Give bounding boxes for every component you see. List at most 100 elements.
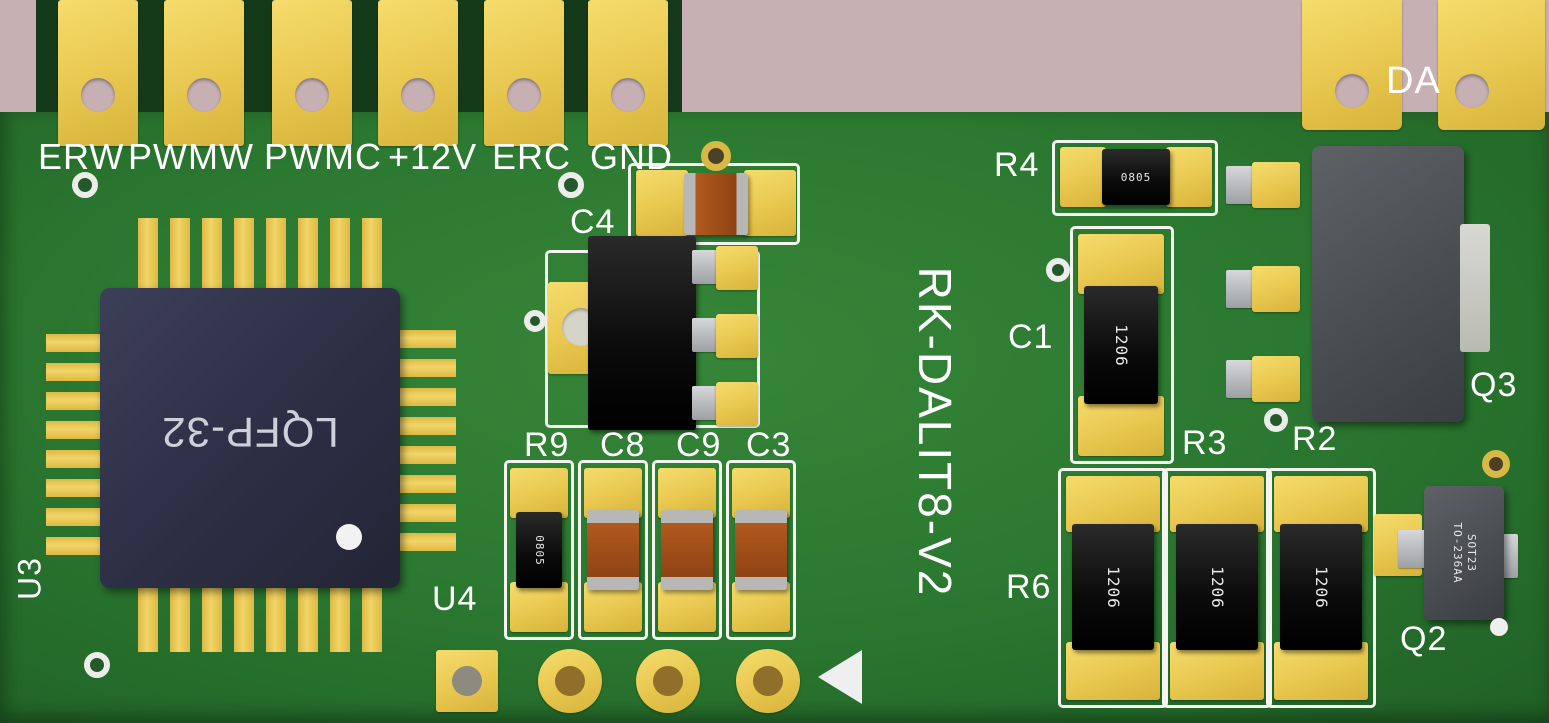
r2-refdes: R2	[1292, 420, 1338, 458]
r4-marking: 0805	[1120, 170, 1152, 184]
q2-refdes: Q2	[1400, 620, 1448, 658]
r9-body: 0805	[516, 512, 562, 588]
connector-pad	[484, 0, 564, 146]
q3-lead	[1226, 360, 1256, 398]
u4-lead	[692, 250, 718, 284]
r3-pad	[1170, 642, 1264, 700]
c9-silkscreen	[652, 460, 722, 640]
da-label: DA	[1386, 60, 1441, 102]
mounting-pad-round	[736, 649, 800, 713]
arrow-marker-icon	[818, 650, 862, 704]
u3-package-marking: LQFP-32	[161, 409, 339, 456]
u4-lead	[692, 386, 718, 420]
u3-pins-top	[138, 218, 382, 292]
u3-pins-left	[46, 334, 106, 555]
q3-lead-pad	[1252, 356, 1300, 402]
r6-refdes: R6	[1006, 568, 1052, 606]
connector-label-pwmw: PWMW	[128, 136, 254, 177]
c3-body	[735, 510, 787, 590]
c8-pad	[584, 582, 642, 632]
r3-pad	[1170, 476, 1264, 532]
connector-pad	[378, 0, 458, 146]
c4-pad	[636, 170, 688, 236]
mounting-pad-center	[653, 666, 683, 696]
q2-marking-line1: SOT23	[1465, 533, 1478, 573]
connector-hole	[401, 78, 435, 112]
connector-label-gnd: GND	[590, 136, 673, 177]
via	[72, 172, 98, 198]
r6-pad	[1066, 642, 1160, 700]
r6-marking: 1206	[1103, 565, 1123, 609]
q2-dot	[1490, 618, 1508, 636]
via	[84, 652, 110, 678]
connector-hole	[507, 78, 541, 112]
c9-refdes: C9	[676, 426, 722, 464]
r2-pad	[1274, 476, 1368, 532]
da-pad	[1302, 0, 1402, 130]
r4-silkscreen	[1052, 140, 1218, 216]
c8-refdes: C8	[600, 426, 646, 464]
u3-pins-bottom	[138, 578, 382, 652]
c3-silkscreen	[726, 460, 796, 640]
r9-pad	[510, 582, 568, 632]
q3-lead-pad	[1252, 162, 1300, 208]
q3-body	[1312, 146, 1464, 422]
r4-pad	[1060, 147, 1106, 207]
u4-lead-pad	[716, 314, 758, 358]
c8-silkscreen	[578, 460, 648, 640]
connector-hole	[295, 78, 329, 112]
r9-refdes: R9	[524, 426, 570, 464]
mounting-pad-square	[436, 650, 498, 712]
connector-pad	[272, 0, 352, 146]
via	[558, 172, 584, 198]
q3-lead-pad	[1252, 266, 1300, 312]
da-pad-hole	[1335, 74, 1369, 108]
u3-refdes: U3	[11, 557, 48, 600]
r9-marking: 0805	[532, 534, 546, 566]
c9-pad	[658, 468, 716, 518]
r6-silkscreen	[1058, 468, 1168, 708]
r2-silkscreen	[1266, 468, 1376, 708]
r6-body: 1206	[1072, 524, 1154, 650]
c4-pad	[744, 170, 796, 236]
connector-pad	[58, 0, 138, 146]
q2-body: SOT23 TO-236AA	[1424, 486, 1504, 620]
u4-lead	[692, 318, 718, 352]
via	[701, 141, 731, 171]
connector-label-erc: ERC	[492, 136, 572, 177]
c8-pad	[584, 468, 642, 518]
c3-refdes: C3	[746, 426, 792, 464]
connector-hole	[187, 78, 221, 112]
r3-body: 1206	[1176, 524, 1258, 650]
q3-lead	[1226, 166, 1256, 204]
c1-pad	[1078, 234, 1164, 294]
mounting-pad-center	[555, 666, 585, 696]
u3-pin1-dot	[336, 524, 362, 550]
c1-silkscreen	[1070, 226, 1174, 464]
q2-marking-line2: TO-236AA	[1451, 522, 1464, 584]
da-pad	[1438, 0, 1545, 130]
c1-pad	[1078, 396, 1164, 456]
via	[1264, 408, 1288, 432]
mounting-pad-round	[538, 649, 602, 713]
da-pad-hole	[1455, 74, 1489, 108]
q3-tab	[1460, 224, 1490, 352]
r9-silkscreen	[504, 460, 574, 640]
c4-body	[684, 173, 748, 235]
u4-lead-pad	[716, 382, 758, 426]
c3-pad	[732, 468, 790, 518]
connector-label-pwmc: PWMC	[264, 136, 382, 177]
connector-pad	[588, 0, 668, 146]
connector-pad	[164, 0, 244, 146]
c4-refdes: C4	[570, 203, 616, 241]
r2-body: 1206	[1280, 524, 1362, 650]
r3-silkscreen	[1162, 468, 1272, 708]
connector-hole	[611, 78, 645, 112]
c9-pad	[658, 582, 716, 632]
c9-body	[661, 510, 713, 590]
u3-pins-right	[396, 330, 456, 551]
connector-label-erw: ERW	[38, 136, 125, 177]
r3-refdes: R3	[1182, 424, 1228, 462]
r6-pad	[1066, 476, 1160, 532]
